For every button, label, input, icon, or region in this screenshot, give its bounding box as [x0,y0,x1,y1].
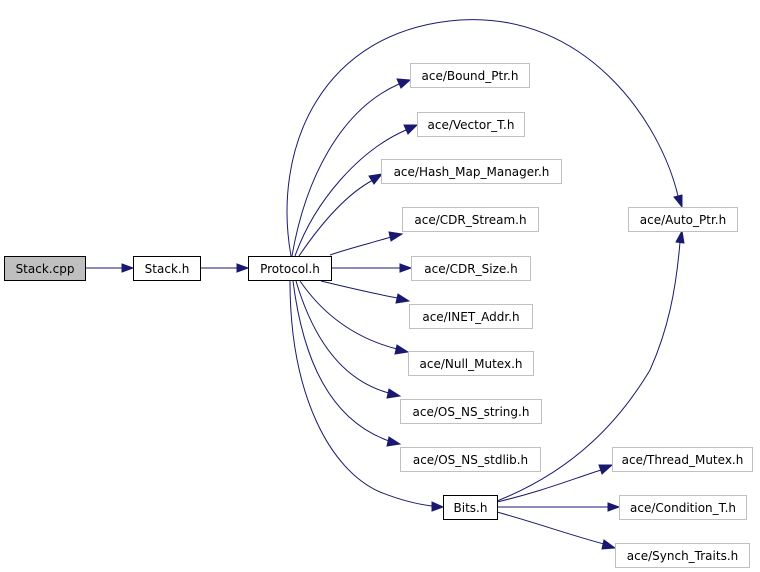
arrowhead-icon [236,263,250,273]
arrowhead-icon [673,194,683,209]
node-stack-h[interactable]: Stack.h [133,256,201,281]
arrowhead-icon [675,229,685,244]
node-ace-condition-t-h[interactable]: ace/Condition_T.h [619,495,747,520]
node-ace-os-ns-stdlib-h[interactable]: ace/OS_NS_stdlib.h [400,447,541,472]
edge-protocol-h-to-null-mutex [299,280,398,350]
node-ace-os-ns-string-h[interactable]: ace/OS_NS_string.h [400,399,542,424]
edge-protocol-h-to-os-ns-stdlib [292,280,390,442]
arrowhead-icon [607,502,621,512]
arrowhead-icon [394,344,410,355]
arrowhead-icon [399,263,413,273]
edge-bits-h-to-thread-mutex [496,469,602,503]
node-ace-cdr-stream-h[interactable]: ace/CDR_Stream.h [402,207,539,232]
arrowhead-icon [396,78,412,89]
edge-protocol-h-to-hash-map-manager [298,179,374,257]
arrowhead-icon [368,173,384,185]
arrowhead-icon [431,501,445,512]
node-ace-synch-traits-h[interactable]: ace/Synch_Traits.h [615,543,750,568]
node-ace-auto-ptr-h[interactable]: ace/Auto_Ptr.h [628,207,738,232]
node-ace-null-mutex-h[interactable]: ace/Null_Mutex.h [408,351,534,376]
arrowhead-icon [386,388,402,399]
node-ace-bound-ptr-h[interactable]: ace/Bound_Ptr.h [410,63,530,88]
edge-protocol-h-to-bound-ptr [291,83,400,257]
node-bits-h[interactable]: Bits.h [443,495,498,520]
edge-protocol-h-to-vector-t [294,129,407,257]
edge-bits-h-to-synch-traits [496,511,605,545]
node-protocol-h[interactable]: Protocol.h [248,256,332,281]
node-ace-vector-t-h[interactable]: ace/Vector_T.h [417,112,525,137]
node-stack-cpp: Stack.cpp [4,256,86,281]
arrowhead-icon [395,293,411,304]
edge-protocol-h-to-cdr-stream [329,236,392,256]
edge-protocol-h-to-bits-h [289,280,433,507]
arrowhead-icon [598,464,614,475]
edge-bits-h-to-auto-ptr [496,241,681,502]
arrowhead-icon [601,539,617,550]
edge-protocol-h-to-os-ns-string [295,280,390,394]
edge-protocol-h-to-auto-ptr [286,19,679,257]
node-ace-cdr-size-h[interactable]: ace/CDR_Size.h [411,256,531,281]
arrowhead-icon [388,231,404,242]
arrowhead-icon [121,263,135,273]
arrowhead-icon [403,124,419,135]
node-ace-thread-mutex-h[interactable]: ace/Thread_Mutex.h [612,447,753,472]
node-ace-hash-map-manager-h[interactable]: ace/Hash_Map_Manager.h [381,159,562,184]
arrowhead-icon [386,436,402,447]
node-ace-inet-addr-h[interactable]: ace/INET_Addr.h [409,304,533,329]
edge-protocol-h-to-inet-addr [320,280,399,299]
